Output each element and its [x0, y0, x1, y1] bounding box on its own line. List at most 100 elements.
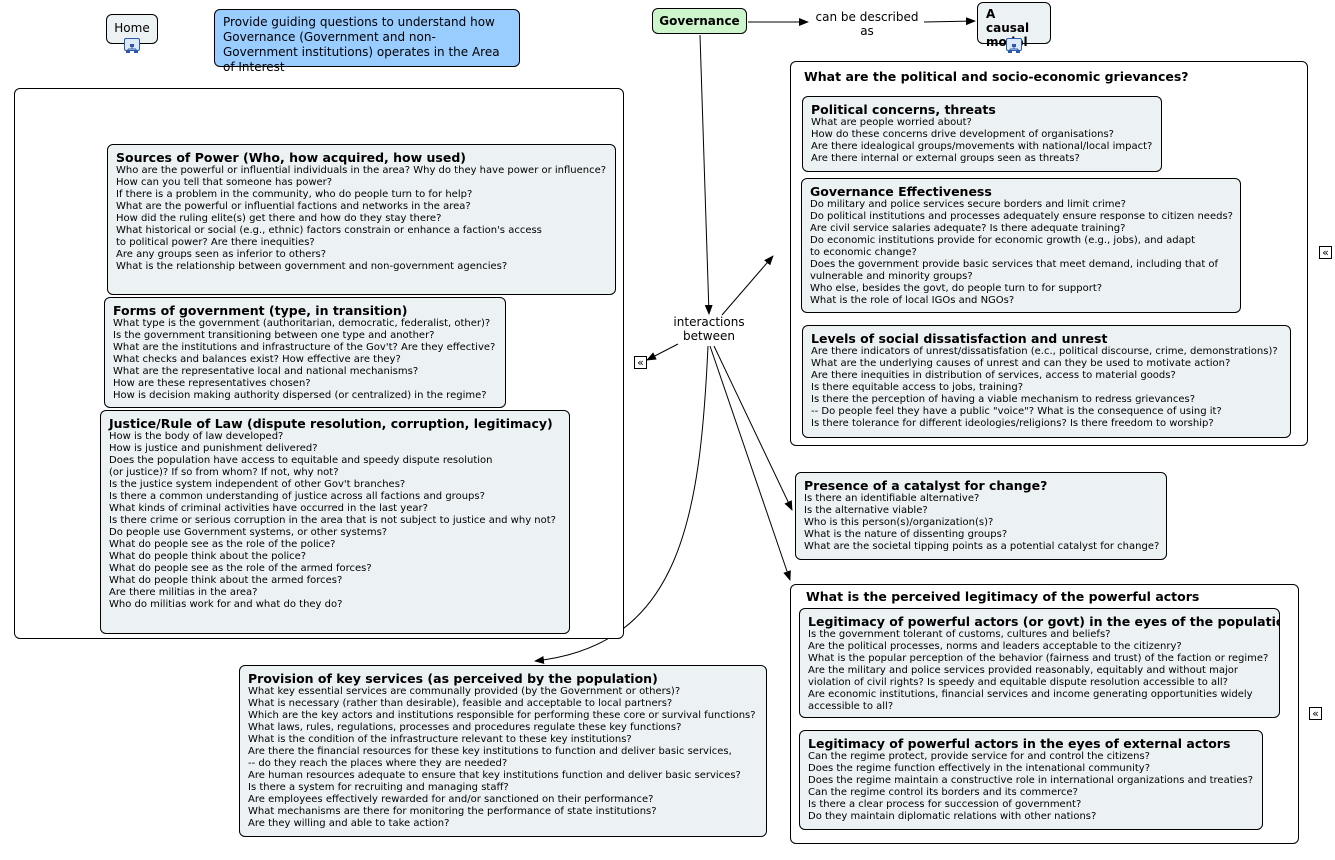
legitimacy-group-title: What is the perceived legitimacy of the …	[806, 589, 1200, 604]
link-to-left-group	[646, 343, 679, 361]
question-item: What laws, rules, regulations, processes…	[248, 722, 682, 733]
node-justice-rule-of-law[interactable]: Justice/Rule of Law (dispute resolution,…	[100, 410, 570, 634]
question-item: Are there internal or external groups se…	[811, 153, 1080, 164]
link-label-interactions: interactions between	[673, 315, 745, 343]
question-item: What historical or social (e.g., ethnic)…	[116, 225, 542, 236]
question-item: Is the government transitioning between …	[113, 330, 435, 341]
link-to-catalyst	[713, 345, 793, 511]
node-provision-of-key-services[interactable]: Provision of key services (as perceived …	[239, 665, 767, 837]
question-item: Are the political processes, norms and l…	[808, 641, 1182, 652]
question-list: What are people worried about?How do the…	[811, 117, 1154, 165]
question-item: accessible to all?	[808, 701, 894, 712]
question-item: Who else, besides the govt, do people tu…	[810, 283, 1103, 294]
question-item: Are there indicators of unrest/dissatisf…	[811, 346, 1278, 357]
node-title: Forms of government (type, in transition…	[113, 303, 408, 318]
question-item: How are these representatives chosen?	[113, 378, 311, 389]
question-item: What type is the government (authoritari…	[113, 318, 491, 329]
question-item: What is necessary (rather than desirable…	[248, 698, 673, 709]
question-item: Are economic institutions, financial ser…	[808, 689, 1253, 700]
question-item: Does the population have access to equit…	[109, 455, 493, 466]
submap-icon[interactable]	[124, 38, 140, 53]
node-title: Governance Effectiveness	[810, 184, 992, 199]
question-item: Is there crime or serious corruption in …	[109, 515, 556, 526]
question-item: Are any groups seen as inferior to other…	[116, 249, 327, 260]
question-item: What are the powerful or influential fac…	[116, 201, 471, 212]
question-item: What is the relationship between governm…	[116, 261, 508, 272]
intro-text: Provide guiding questions to understand …	[223, 15, 500, 74]
question-item: How do these concerns drive development …	[811, 129, 1114, 140]
question-item: Is there an identifiable alternative?	[804, 493, 980, 504]
question-item: How is the body of law developed?	[109, 431, 284, 442]
collapse-icon[interactable]: «	[1309, 707, 1322, 720]
node-forms-of-government[interactable]: Forms of government (type, in transition…	[104, 297, 506, 408]
node-legitimacy-external[interactable]: Legitimacy of powerful actors in the eye…	[799, 730, 1263, 830]
node-social-dissatisfaction[interactable]: Levels of social dissatisfaction and unr…	[802, 325, 1291, 438]
question-item: Do military and police services secure b…	[810, 199, 1126, 210]
question-item: What are the underlying causes of unrest…	[811, 358, 1231, 369]
question-item: Is there a system for recruiting and man…	[248, 782, 509, 793]
question-item: What key essential services are communal…	[248, 686, 681, 697]
governance-label: Governance	[659, 14, 740, 28]
question-list: What type is the government (authoritari…	[113, 318, 498, 402]
question-item: What are people worried about?	[811, 117, 972, 128]
node-political-concerns[interactable]: Political concerns, threats What are peo…	[802, 96, 1162, 172]
question-item: Is the government tolerant of customs, c…	[808, 629, 1111, 640]
question-item: (or justice)? If so from whom? If not, w…	[109, 467, 339, 478]
question-list: Can the regime protect, provide service …	[808, 751, 1255, 823]
collapse-icon[interactable]: «	[634, 356, 647, 369]
question-item: to political power? Are there inequities…	[116, 237, 315, 248]
question-item: vulnerable and minority groups?	[810, 271, 973, 282]
question-item: Do they maintain diplomatic relations wi…	[808, 811, 1097, 822]
question-item: Do people use Government systems, or oth…	[109, 527, 388, 538]
question-item: Is there a common understanding of justi…	[109, 491, 485, 502]
link-to-services	[534, 345, 709, 664]
question-list: How is the body of law developed?How is …	[109, 431, 562, 611]
submap-icon[interactable]	[1006, 38, 1022, 53]
node-catalyst-for-change[interactable]: Presence of a catalyst for change? Is th…	[795, 472, 1167, 560]
question-item: Can the regime control its borders and i…	[808, 787, 1078, 798]
governance-concept[interactable]: Governance	[652, 8, 747, 34]
question-list: Is the government tolerant of customs, c…	[808, 629, 1272, 713]
question-item: Are they willing and able to take action…	[248, 818, 450, 829]
node-legitimacy-population[interactable]: Legitimacy of powerful actors (or govt) …	[799, 608, 1280, 718]
question-item: What do people think about the armed for…	[109, 575, 343, 586]
question-item: Are there the financial resources for th…	[248, 746, 732, 757]
question-item: -- Do people feel they have a public "vo…	[811, 406, 1222, 417]
node-sources-of-power[interactable]: Sources of Power (Who, how acquired, how…	[107, 144, 616, 295]
question-item: What do people see as the role of the ar…	[109, 563, 372, 574]
question-item: Is the justice system independent of oth…	[109, 479, 406, 490]
question-item: What is the nature of dissenting groups?	[804, 529, 1008, 540]
question-item: Are the military and police services pro…	[808, 665, 1239, 676]
question-list: Is there an identifiable alternative?Is …	[804, 493, 1159, 553]
node-title: Presence of a catalyst for change?	[804, 478, 1048, 493]
question-item: What kinds of criminal activities have o…	[109, 503, 428, 514]
question-item: Is there tolerance for different ideolog…	[811, 418, 1214, 429]
question-item: What is the role of local IGOs and NGOs?	[810, 295, 1015, 306]
node-title: Provision of key services (as perceived …	[248, 671, 658, 686]
question-item: Is there the perception of having a viab…	[811, 394, 1196, 405]
question-list: Are there indicators of unrest/dissatisf…	[811, 346, 1283, 430]
question-item: Are there idealogical groups/movements w…	[811, 141, 1153, 152]
question-item: If there is a problem in the community, …	[116, 189, 473, 200]
question-item: What are the societal tipping points as …	[804, 541, 1160, 552]
link-to-grievances	[721, 255, 774, 316]
intro-concept[interactable]: Provide guiding questions to understand …	[214, 9, 520, 74]
home-label: Home	[114, 21, 150, 35]
question-item: How can you tell that someone has power?	[116, 177, 333, 188]
question-item: What are the representative local and na…	[113, 366, 419, 377]
node-title: Levels of social dissatisfaction and unr…	[811, 331, 1108, 346]
question-item: Is there a clear process for succession …	[808, 799, 1082, 810]
question-item: Are human resources adequate to ensure t…	[248, 770, 741, 781]
collapse-icon[interactable]: «	[1319, 246, 1332, 259]
question-item: -- do they reach the places where they a…	[248, 758, 508, 769]
question-item: Do political institutions and processes …	[810, 211, 1233, 222]
node-governance-effectiveness[interactable]: Governance Effectiveness Do military and…	[801, 178, 1241, 313]
question-item: Is there equitable access to jobs, train…	[811, 382, 1024, 393]
question-item: Who is this person(s)/organization(s)?	[804, 517, 994, 528]
question-item: Can the regime protect, provide service …	[808, 751, 1150, 762]
node-title: Political concerns, threats	[811, 102, 996, 117]
link-governance-to-interactions	[699, 34, 713, 315]
question-item: How is justice and punishment delivered?	[109, 443, 318, 454]
question-item: What do people think about the police?	[109, 551, 307, 562]
